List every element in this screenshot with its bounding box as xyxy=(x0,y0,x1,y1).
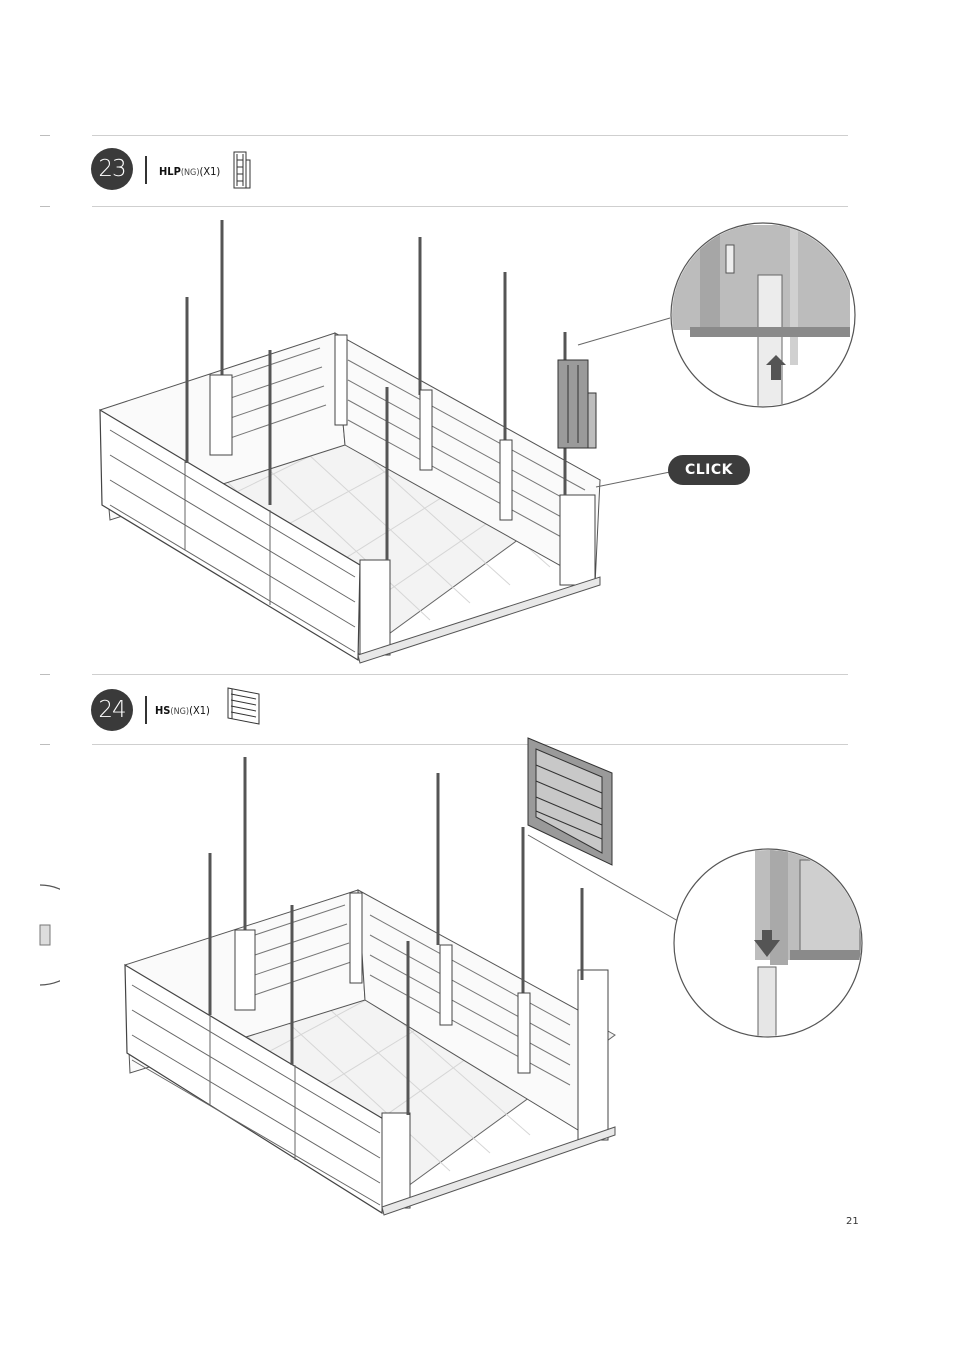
hlp-panel-icon xyxy=(232,150,252,190)
click-label: CLICK xyxy=(685,462,733,478)
header-divider xyxy=(145,156,147,184)
margin-tick xyxy=(40,135,50,136)
step-23-assembly-illustration xyxy=(90,215,860,670)
part-code: HLP xyxy=(159,165,181,178)
hs-panel-icon xyxy=(225,686,263,726)
step-number: 24 xyxy=(98,697,125,723)
step-24-assembly-illustration xyxy=(100,735,870,1220)
part-qty: (X1) xyxy=(200,165,221,178)
step-24-top-rule xyxy=(92,674,848,675)
page-number: 21 xyxy=(846,1216,859,1227)
part-ng: (NG) xyxy=(170,707,189,717)
margin-tick xyxy=(40,206,50,207)
part-code: HS xyxy=(155,704,170,717)
click-callout: CLICK xyxy=(668,455,750,485)
step-number-badge: 23 xyxy=(91,148,133,190)
margin-tick xyxy=(40,744,50,745)
part-label: HLP(NG)(X1) xyxy=(159,165,220,178)
part-ng: (NG) xyxy=(181,168,200,178)
part-qty: (X1) xyxy=(189,704,210,717)
step-number: 23 xyxy=(98,156,125,182)
header-divider xyxy=(145,696,147,724)
step-number-badge: 24 xyxy=(91,689,133,731)
partial-detail-circle xyxy=(30,880,60,990)
part-label: HS(NG)(X1) xyxy=(155,704,210,717)
step-23-bottom-rule xyxy=(92,206,848,207)
step-23-top-rule xyxy=(92,135,848,136)
margin-tick xyxy=(40,674,50,675)
